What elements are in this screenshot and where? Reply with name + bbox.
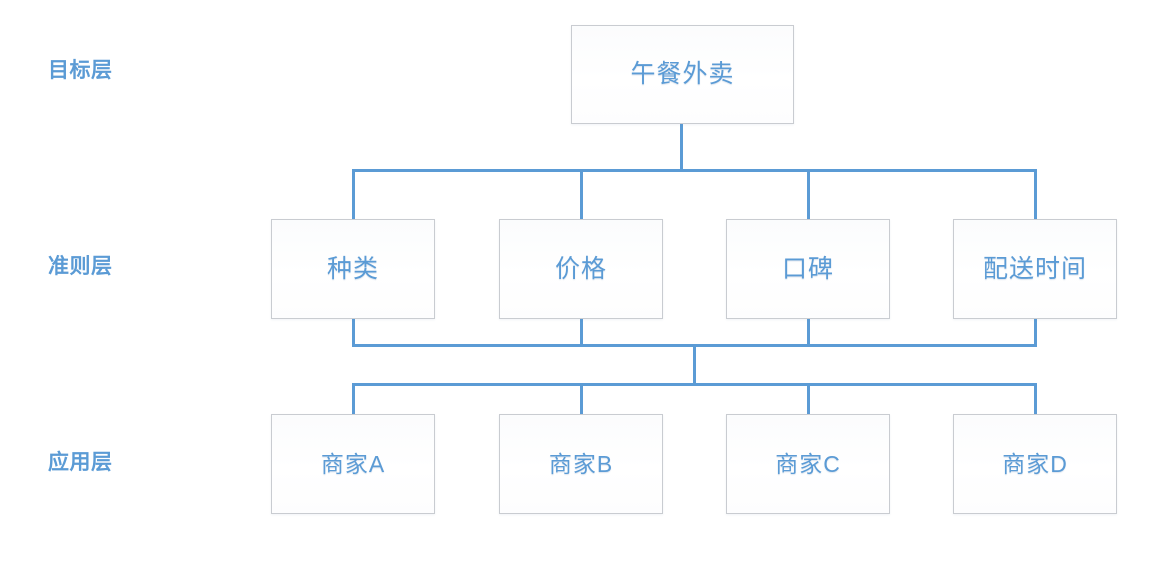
node-criteria-2[interactable]: 价格 xyxy=(499,219,663,319)
node-criteria-1[interactable]: 种类 xyxy=(271,219,435,319)
connector-rise-criteria-4 xyxy=(1034,318,1037,347)
node-alternative-4[interactable]: 商家D xyxy=(953,414,1117,514)
node-criteria-3[interactable]: 口碑 xyxy=(726,219,890,319)
node-alternative-3[interactable]: 商家C xyxy=(726,414,890,514)
layer-label-goal: 目标层 xyxy=(48,59,113,82)
node-criteria-3-label: 口碑 xyxy=(781,254,834,283)
node-alternative-1[interactable]: 商家A xyxy=(271,414,435,514)
layer-label-criteria: 准则层 xyxy=(48,255,113,278)
node-alternative-2-label: 商家B xyxy=(548,450,614,477)
layer-label-alternative: 应用层 xyxy=(48,451,113,474)
node-criteria-2-label: 价格 xyxy=(554,254,607,283)
connector-drop-criteria-2 xyxy=(580,169,583,220)
connector-alternative-bus xyxy=(352,383,1037,386)
connector-rise-criteria-1 xyxy=(352,318,355,347)
connector-drop-alternative-1 xyxy=(352,383,355,415)
connector-mid-link xyxy=(693,344,696,385)
node-criteria-4[interactable]: 配送时间 xyxy=(953,219,1117,319)
connector-rise-criteria-3 xyxy=(807,318,810,347)
connector-rise-criteria-2 xyxy=(580,318,583,347)
connector-drop-criteria-4 xyxy=(1034,169,1037,220)
connector-drop-alternative-3 xyxy=(807,383,810,415)
connector-drop-criteria-3 xyxy=(807,169,810,220)
connector-goal-stem xyxy=(680,123,683,171)
connector-drop-alternative-2 xyxy=(580,383,583,415)
connector-drop-criteria-1 xyxy=(352,169,355,220)
node-criteria-4-label: 配送时间 xyxy=(982,254,1087,283)
node-goal-1[interactable]: 午餐外卖 xyxy=(571,25,794,124)
node-alternative-1-label: 商家A xyxy=(320,450,386,477)
node-alternative-4-label: 商家D xyxy=(1002,450,1068,477)
node-alternative-2[interactable]: 商家B xyxy=(499,414,663,514)
connector-criteria-bus xyxy=(352,169,1037,172)
connector-drop-alternative-4 xyxy=(1034,383,1037,415)
node-alternative-3-label: 商家C xyxy=(775,450,841,477)
node-goal-1-label: 午餐外卖 xyxy=(630,60,735,88)
node-criteria-1-label: 种类 xyxy=(326,254,379,283)
